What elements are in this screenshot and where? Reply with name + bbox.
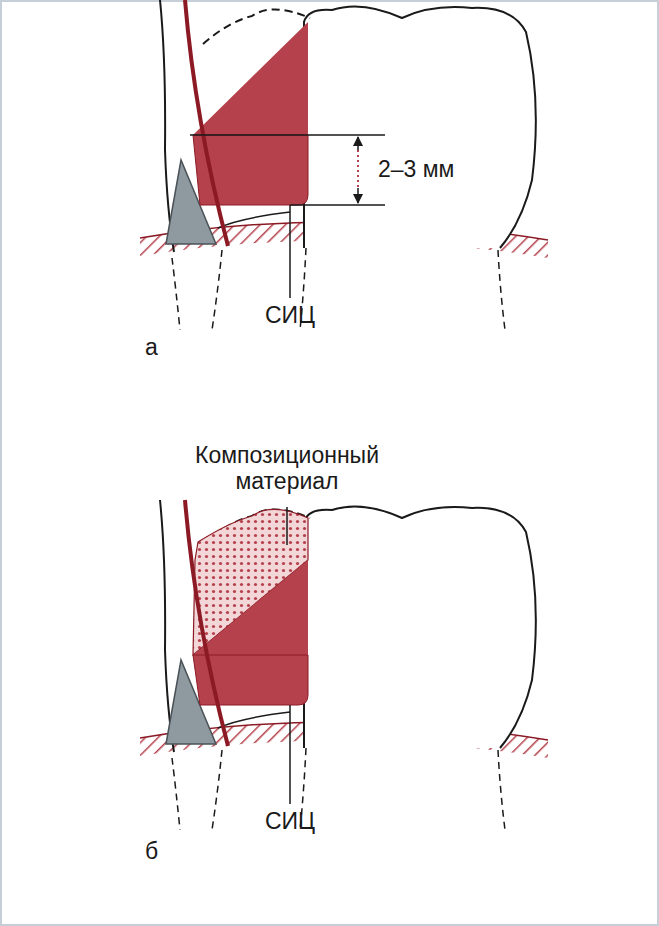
material-label: СИЦ — [265, 808, 315, 834]
dimension-label: 2–3 мм — [378, 156, 454, 182]
material-label: Композиционный материал — [162, 442, 412, 495]
panel-letter: а — [145, 334, 158, 360]
panel-letter: б — [145, 838, 158, 864]
material-label: СИЦ — [265, 302, 315, 328]
